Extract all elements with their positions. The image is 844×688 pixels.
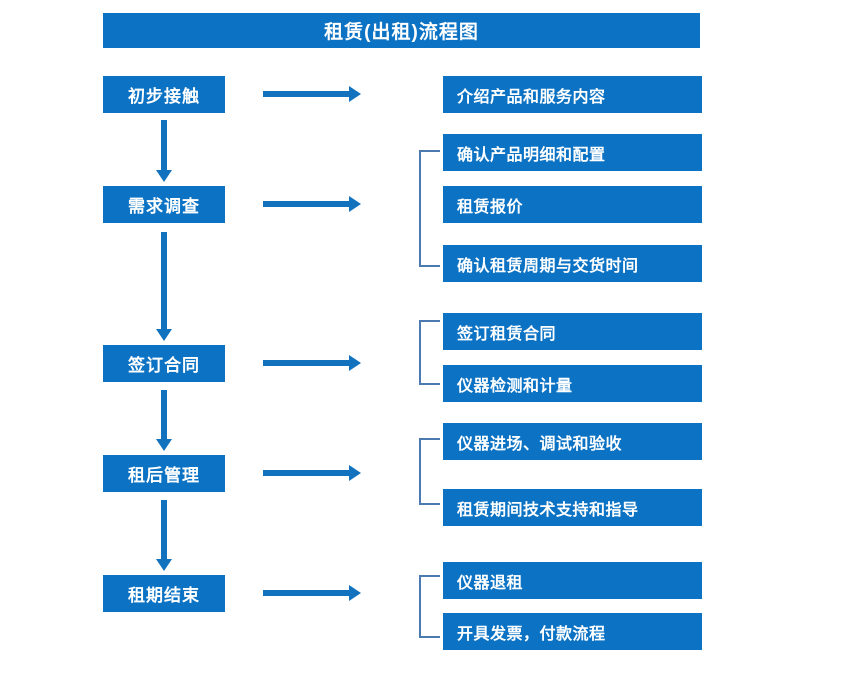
stage-box-requirement-survey[interactable]: 需求调查 bbox=[103, 186, 225, 223]
stage-box-rental-end[interactable]: 租期结束 bbox=[103, 575, 225, 612]
detail-box-confirm-product-spec[interactable]: 确认产品明细和配置 bbox=[443, 134, 702, 171]
bracket-icon-group4 bbox=[419, 438, 440, 505]
arrow-right-icon-stage2 bbox=[263, 196, 361, 212]
bracket-icon-group2 bbox=[419, 150, 440, 267]
detail-box-instrument-delivery-commissioning[interactable]: 仪器进场、调试和验收 bbox=[443, 423, 702, 460]
detail-box-rental-quotation[interactable]: 租赁报价 bbox=[443, 186, 702, 223]
arrow-right-icon-stage1 bbox=[263, 86, 361, 102]
stage-box-sign-contract[interactable]: 签订合同 bbox=[103, 345, 225, 382]
detail-box-invoice-payment[interactable]: 开具发票，付款流程 bbox=[443, 613, 702, 650]
stage-box-post-rental-management[interactable]: 租后管理 bbox=[103, 455, 225, 492]
arrow-down-icon-stage4-to-stage5 bbox=[156, 500, 172, 571]
bracket-icon-group5 bbox=[419, 575, 440, 638]
detail-box-instrument-inspection[interactable]: 仪器检测和计量 bbox=[443, 365, 702, 402]
arrow-down-icon-stage1-to-stage2 bbox=[156, 120, 172, 182]
detail-box-instrument-return[interactable]: 仪器退租 bbox=[443, 562, 702, 599]
arrow-right-icon-stage5 bbox=[263, 585, 361, 601]
detail-box-technical-support[interactable]: 租赁期间技术支持和指导 bbox=[443, 489, 702, 526]
arrow-right-icon-stage3 bbox=[263, 355, 361, 371]
detail-box-sign-rental-contract[interactable]: 签订租赁合同 bbox=[443, 313, 702, 350]
page-title: 租赁(出租)流程图 bbox=[103, 13, 700, 48]
arrow-right-icon-stage4 bbox=[263, 465, 361, 481]
bracket-icon-group3 bbox=[419, 320, 440, 385]
detail-box-confirm-rental-period[interactable]: 确认租赁周期与交货时间 bbox=[443, 245, 702, 282]
stage-box-initial-contact[interactable]: 初步接触 bbox=[103, 76, 225, 113]
detail-box-introduce-products[interactable]: 介绍产品和服务内容 bbox=[443, 76, 702, 113]
arrow-down-icon-stage3-to-stage4 bbox=[156, 390, 172, 451]
arrow-down-icon-stage2-to-stage3 bbox=[156, 232, 172, 341]
